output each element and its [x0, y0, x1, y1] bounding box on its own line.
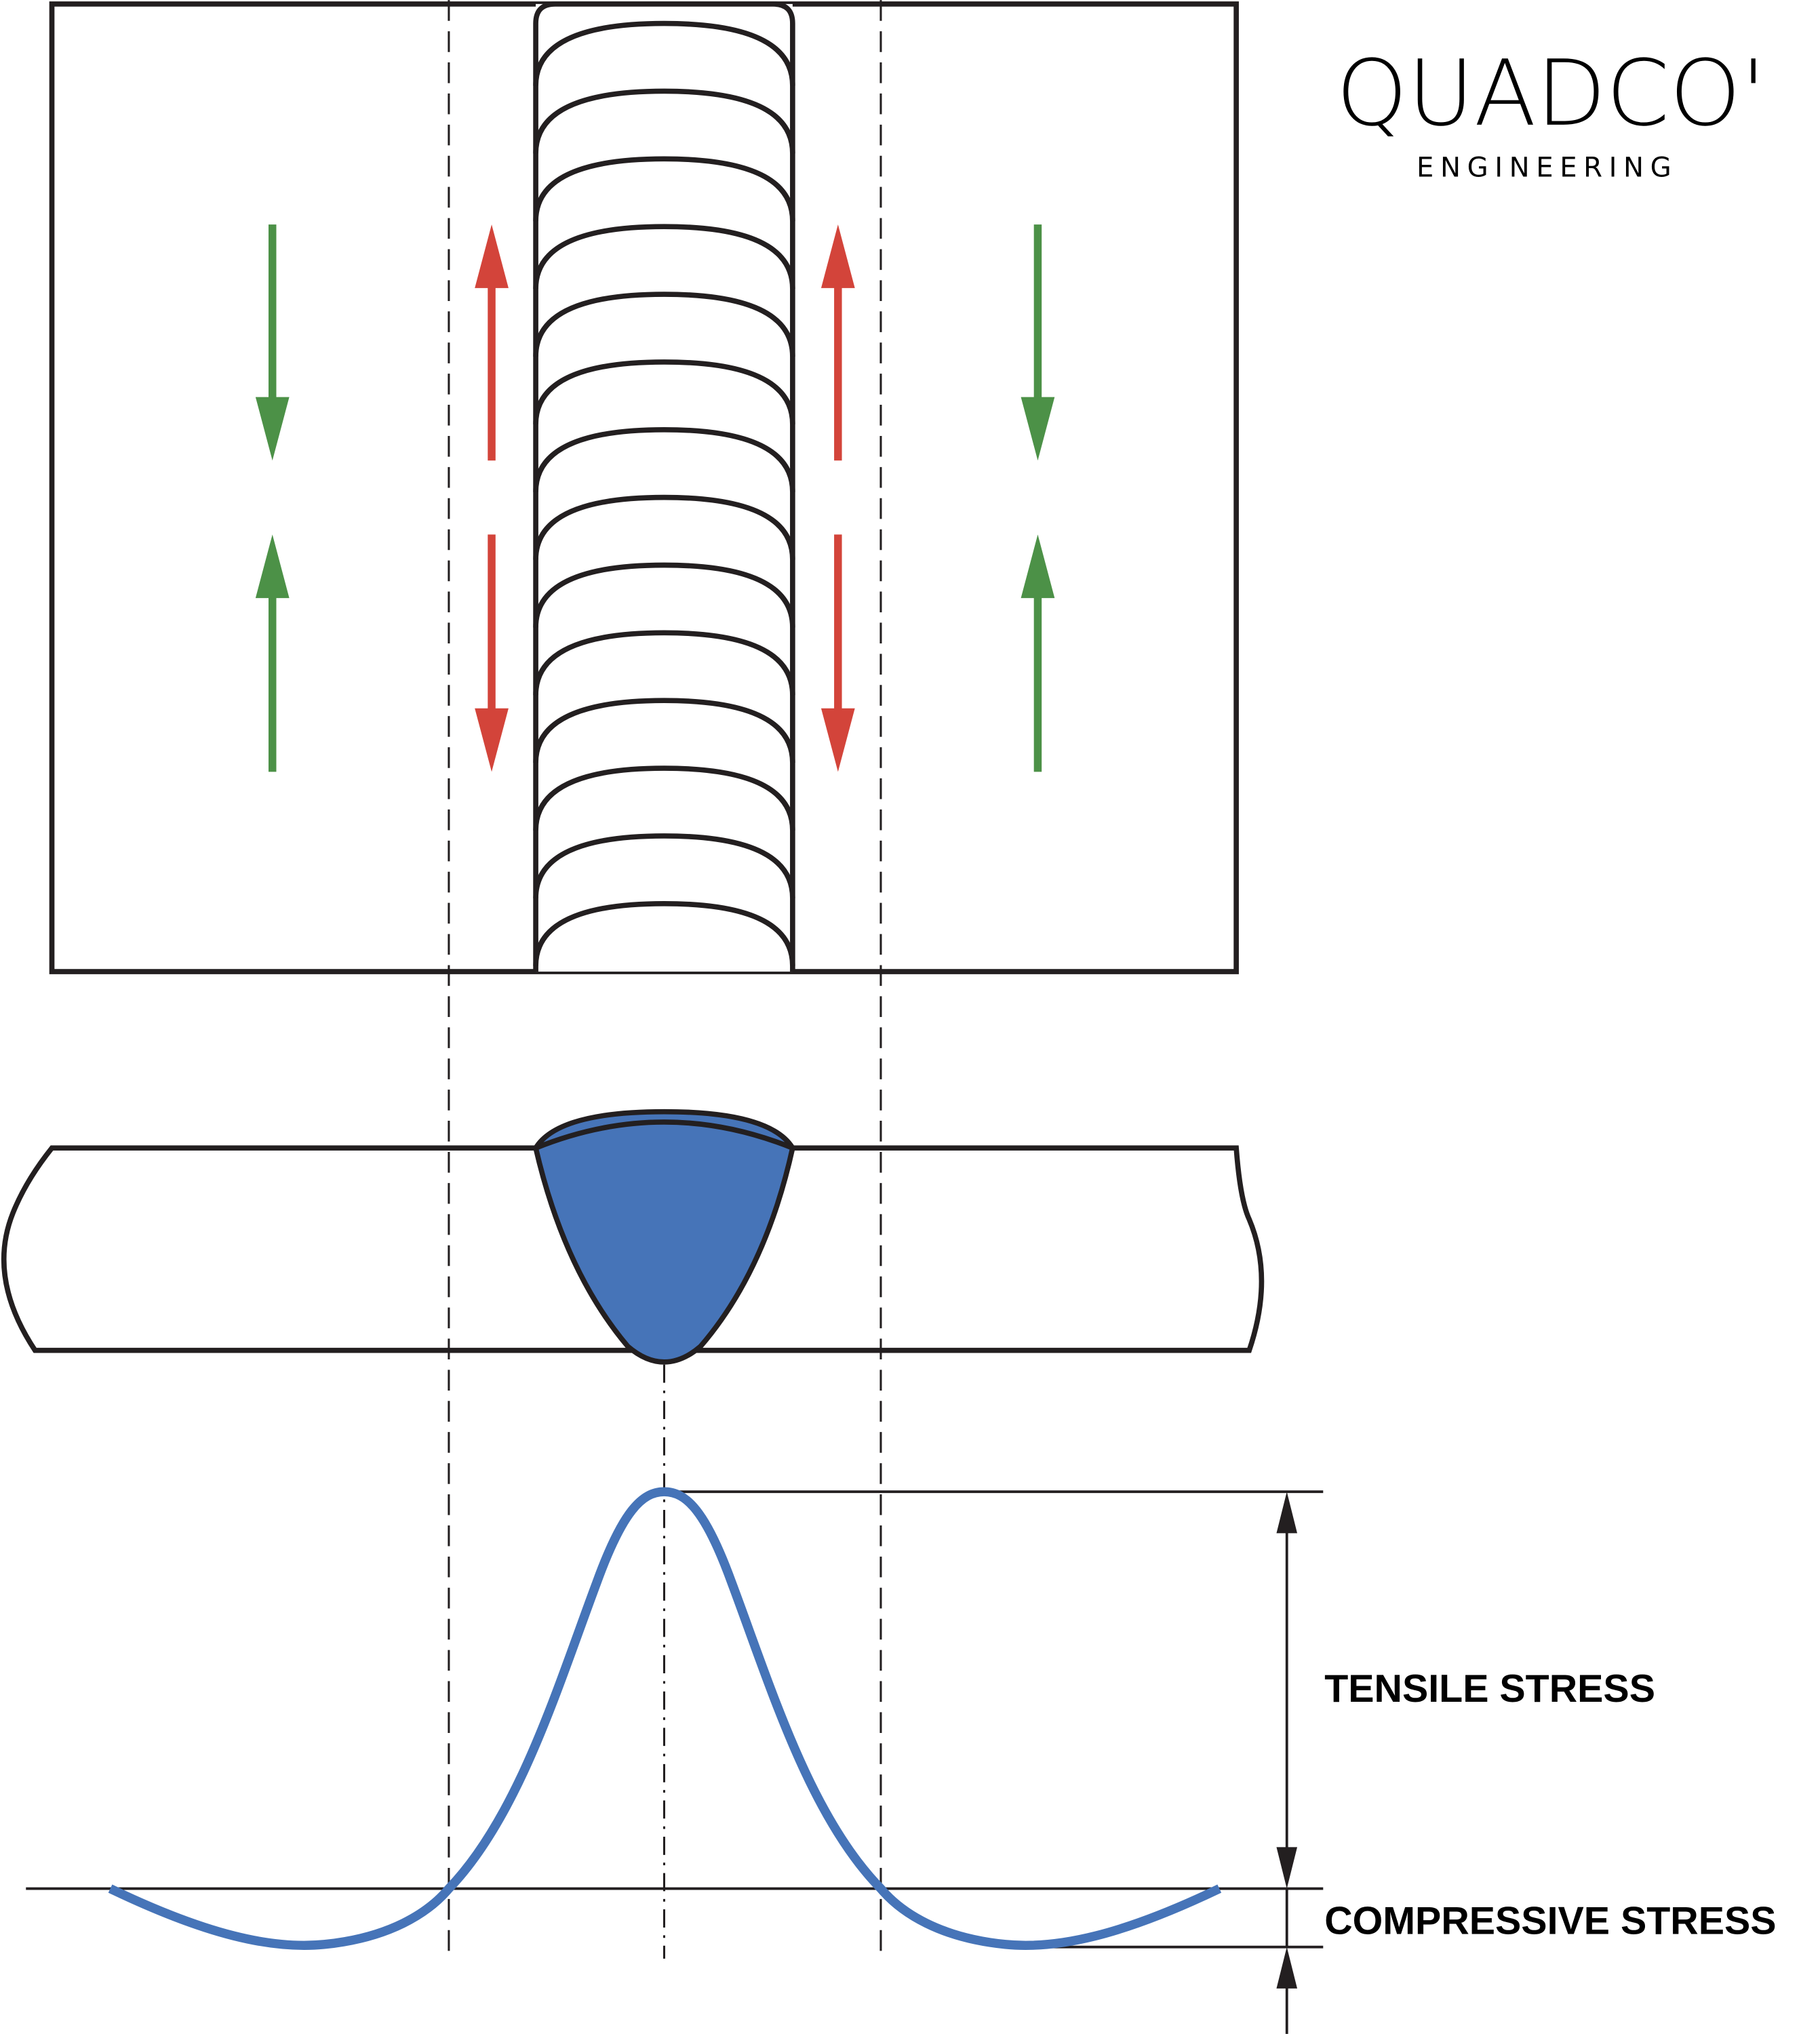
logo-tagline: ENGINEERING [1417, 152, 1678, 183]
compression-arrow-up-icon [255, 534, 290, 772]
quadco-logo: QUADCO' ENGINEERING [1336, 41, 1766, 184]
compressive-dimension-arrow [1276, 1947, 1298, 2034]
weld-ripple [533, 765, 795, 831]
tension-arrow-up-icon [475, 224, 509, 461]
logo-name: QUADCO' [1336, 41, 1766, 146]
weld-cross-section [533, 1109, 795, 1365]
weld-ripple [533, 562, 795, 628]
weld-ripple [533, 426, 795, 492]
weld-ripple [533, 20, 795, 86]
tensile-dimension-arrow [1276, 1492, 1298, 1947]
tension-arrow-down-icon [475, 534, 509, 772]
weld-ripple [533, 88, 795, 154]
weld-ripple [533, 224, 795, 290]
compression-arrow-up-icon [1021, 534, 1055, 772]
weld-ripple [533, 156, 795, 222]
weld-ripple [533, 833, 795, 898]
weld-ripple [533, 630, 795, 696]
compression-arrow-down-icon [1021, 224, 1055, 461]
tensile-stress-label: TENSILE STRESS [1324, 1667, 1655, 1711]
weld-ripple [533, 698, 795, 763]
residual-stress-curve [108, 1487, 1222, 1950]
weld-bead-plan [533, 1, 795, 972]
compressive-stress-label: COMPRESSIVE STRESS [1324, 1900, 1776, 1943]
tension-arrow-up-icon [820, 224, 855, 461]
tension-arrow-down-icon [820, 534, 855, 772]
weld-ripple [533, 292, 795, 357]
weld-ripple [533, 359, 795, 424]
weld-ripple [533, 494, 795, 560]
weld-ripple [533, 900, 795, 966]
compression-arrow-down-icon [255, 224, 290, 461]
plate-cross-section [1, 1145, 1265, 1353]
